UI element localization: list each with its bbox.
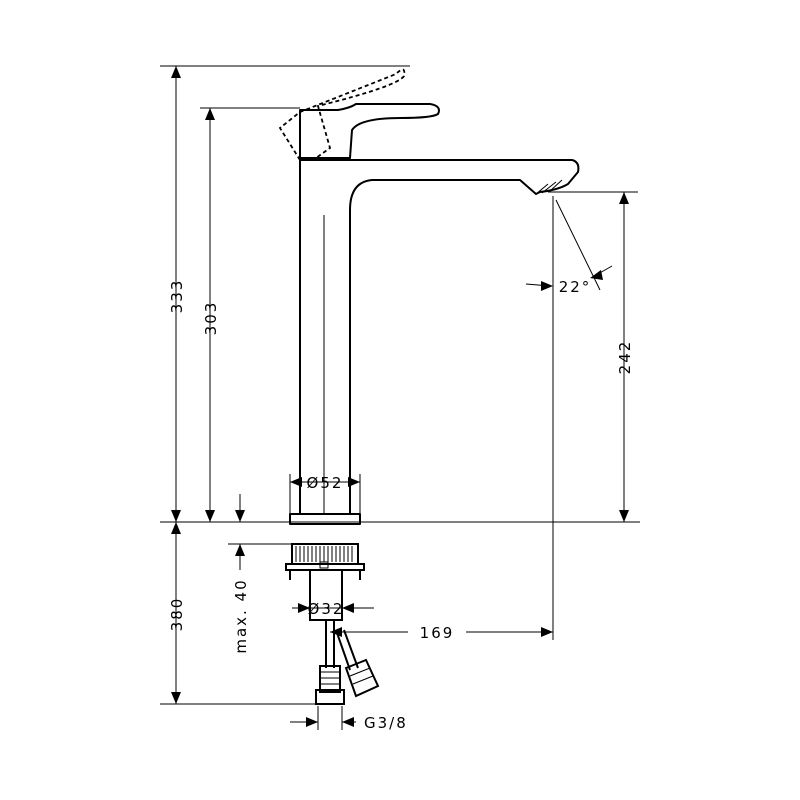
- dimension-303: [200, 107, 300, 522]
- dimension-380: [160, 522, 322, 705]
- dimension-242: [548, 191, 638, 522]
- dimension-32-diameter: [292, 596, 374, 620]
- dimension-333: [160, 65, 410, 522]
- dimension-g38-thread: [290, 706, 356, 730]
- dimension-max-40: [228, 494, 292, 570]
- dimension-32-label: Ø32: [308, 600, 345, 618]
- dimension-22-degree-label: 22°: [559, 278, 592, 296]
- dimension-169-label: 169: [420, 624, 455, 642]
- lever-handle: [299, 103, 440, 159]
- faucet-body: [289, 159, 580, 525]
- dimension-52-diameter: [289, 474, 361, 514]
- dimension-22-degree-angle: [525, 196, 613, 640]
- dimension-52-label: Ø52: [307, 474, 344, 492]
- dimension-242-label: 242: [616, 340, 634, 375]
- dimension-333-label: 333: [168, 279, 186, 314]
- dimension-380-label: 380: [168, 597, 186, 632]
- dimension-max-40-label: max. 40: [232, 578, 250, 653]
- supply-hoses: [315, 620, 380, 705]
- dimension-169: [330, 627, 553, 637]
- dimension-303-label: 303: [202, 301, 220, 336]
- mounting-nut: [285, 543, 365, 580]
- dimension-g38-label: G3/8: [364, 714, 408, 732]
